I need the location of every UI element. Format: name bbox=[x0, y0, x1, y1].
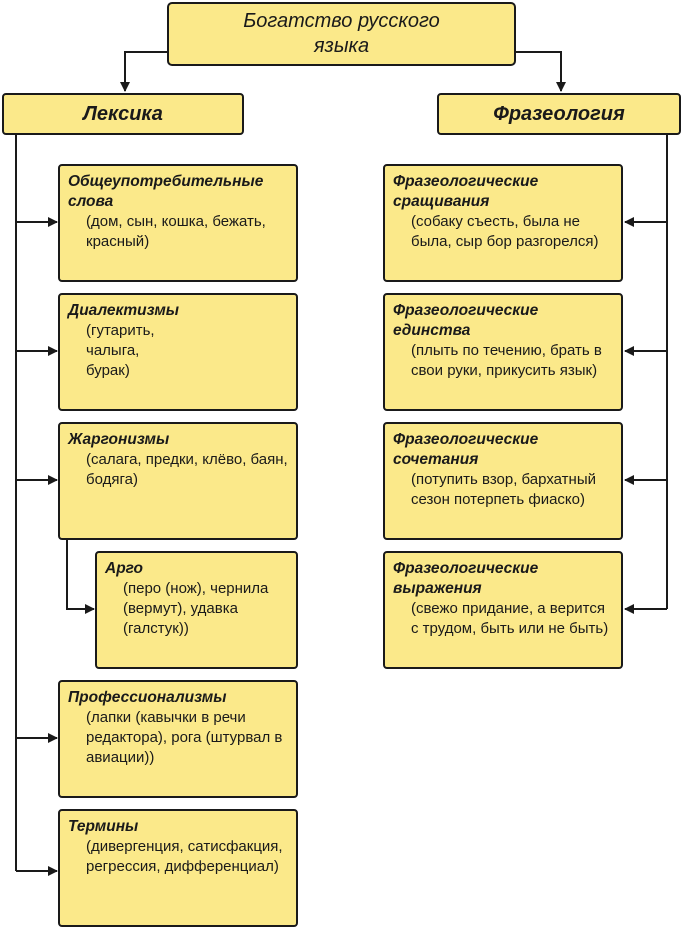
lexicon-item-common-words: Общеупотребительные слова (дом, сын, кош… bbox=[58, 164, 298, 282]
lexicon-item-term: Диалектизмы bbox=[68, 302, 180, 319]
lexicon-item-examples: (гутарить, чалыга, бурак) bbox=[86, 322, 155, 379]
lexicon-item-examples: (салага, предки, клёво, баян, бодяга) bbox=[86, 451, 288, 488]
lexicon-item-examples: (дом, сын, кошка, бежать, красный) bbox=[86, 213, 266, 250]
phraseology-item-examples: (свежо придание, а верится с трудом, быт… bbox=[411, 600, 609, 637]
root-box: Богатство русского языка bbox=[167, 2, 516, 66]
phraseology-item-examples: (собаку съесть, была не была, сыр бор ра… bbox=[411, 213, 599, 250]
lexicon-item-examples: (перо (нож), чернила (вермут), удавка (г… bbox=[123, 580, 269, 637]
lexicon-item-professionalisms: Профессионализмы (лапки (кавычки в речи … bbox=[58, 680, 298, 798]
lexicon-item-argo: Арго (перо (нож), чернила (вермут), удав… bbox=[95, 551, 298, 669]
arrow-root-to-phraseology bbox=[516, 51, 566, 92]
phraseology-title: Фразеология bbox=[493, 102, 625, 125]
lexicon-item-examples: (лапки (кавычки в речи редактора), рога … bbox=[86, 709, 283, 766]
lexicon-item-term: Общеупотребительные слова bbox=[68, 173, 264, 210]
phraseology-item-term: Фразеологические сращивания bbox=[393, 173, 539, 210]
lexicon-item-term: Термины bbox=[68, 818, 139, 835]
lexicon-item-jargon: Жаргонизмы (салага, предки, клёво, баян,… bbox=[58, 422, 298, 540]
root-title: Богатство русского языка bbox=[243, 10, 440, 57]
lexicon-item-examples: (дивергенция, сатисфакция, регрессия, ди… bbox=[86, 838, 283, 875]
phraseology-item-term: Фразеологические выражения bbox=[393, 560, 539, 597]
lexicon-title: Лексика bbox=[83, 102, 163, 125]
phraseology-item-examples: (плыть по течению, брать в свои руки, пр… bbox=[411, 342, 602, 379]
lexicon-item-terms: Термины (дивергенция, сатисфакция, регре… bbox=[58, 809, 298, 927]
lexicon-item-dialectisms: Диалектизмы (гутарить, чалыга, бурак) bbox=[58, 293, 298, 411]
lexicon-item-term: Жаргонизмы bbox=[68, 431, 170, 448]
phraseology-box: Фразеология bbox=[437, 93, 681, 135]
arrow-jargon-to-argo bbox=[66, 539, 95, 614]
phraseology-item-splicings: Фразеологические сращивания (собаку съес… bbox=[383, 164, 623, 282]
phraseology-item-combinations: Фразеологические сочетания (потупить взо… bbox=[383, 422, 623, 540]
phraseology-item-expressions: Фразеологические выражения (свежо придан… bbox=[383, 551, 623, 669]
phraseology-item-examples: (потупить взор, бархатный сезон потерпет… bbox=[411, 471, 596, 508]
lexicon-item-term: Арго bbox=[105, 560, 144, 577]
phraseology-item-term: Фразеологические сочетания bbox=[393, 431, 539, 468]
phraseology-item-unities: Фразеологические единства (плыть по тече… bbox=[383, 293, 623, 411]
phraseology-item-term: Фразеологические единства bbox=[393, 302, 539, 339]
lexicon-item-term: Профессионализмы bbox=[68, 689, 227, 706]
lexicon-box: Лексика bbox=[2, 93, 244, 135]
arrow-root-to-lexicon bbox=[120, 51, 167, 92]
